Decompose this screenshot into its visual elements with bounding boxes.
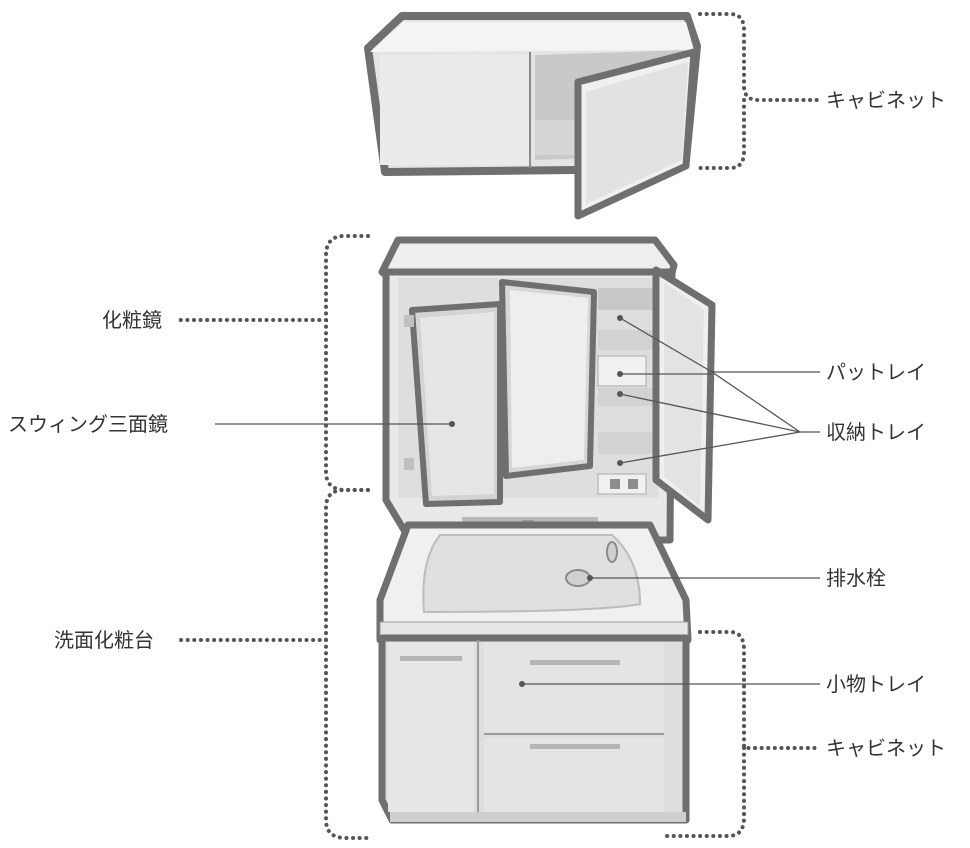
upper-cabinet-illustration [364,12,701,220]
label-three-panel-mirror: スウィング三面鏡 [8,412,168,436]
leader-lines [215,317,820,685]
label-drain-plug: 排水栓 [826,566,886,590]
label-washbasin-vanity: 洗面化粧台 [54,628,154,652]
dotted-brackets [173,12,822,840]
label-lower-cabinet: キャビネット [826,736,946,760]
label-upper-cabinet: キャビネット [826,88,946,112]
leader-dots [449,315,623,687]
washbasin-vanity-illustration [376,521,692,824]
label-vanity-mirror: 化粧鏡 [102,308,162,332]
mirror-cabinet-illustration [378,236,716,544]
label-pad-tray: パットレイ [826,360,926,384]
label-small-item-tray: 小物トレイ [826,672,926,696]
label-storage-tray: 収納トレイ [826,420,926,444]
